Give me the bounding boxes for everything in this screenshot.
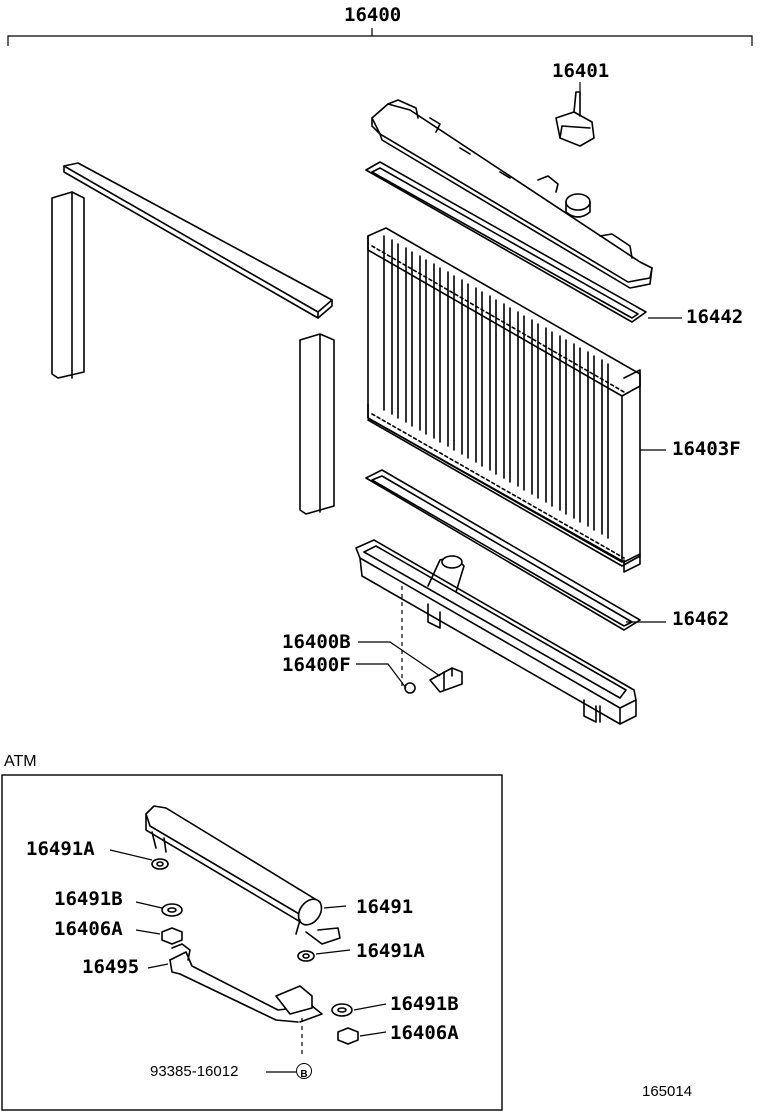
- cooler-pipe: [169, 943, 323, 1023]
- label-cooler-washer-a-right: 16491A: [356, 940, 425, 962]
- label-cooler: 16491: [356, 896, 414, 918]
- label-drain-cock: 16400B: [282, 631, 351, 653]
- washer-16491a-left: [151, 858, 169, 870]
- seal-strip-left: [51, 191, 85, 379]
- label-cooler-washer-b-right: 16491B: [390, 993, 459, 1015]
- bolt-symbol: B: [296, 1063, 312, 1080]
- label-assembly: 16400: [344, 4, 402, 26]
- oil-cooler: [145, 805, 341, 945]
- label-atm-title: ATM: [4, 753, 37, 770]
- radiator-core: [367, 227, 641, 573]
- label-cooler-nut-a-left: 16406A: [54, 918, 123, 940]
- bolt-symbol-letter: B: [300, 1069, 308, 1080]
- label-bolt: 93385-16012: [150, 1063, 239, 1080]
- washer-16491b-left: [161, 903, 183, 917]
- seal-strip-right: [299, 333, 335, 515]
- washer-16491b-right: [331, 1003, 353, 1017]
- label-drain-plug: 16400F: [282, 654, 351, 676]
- label-cooler-washer-b-left: 16491B: [54, 888, 123, 910]
- label-cooler-pipe: 16495: [82, 956, 140, 978]
- figure-number: 165014: [642, 1083, 693, 1100]
- label-cooler-nut-a-right: 16406A: [390, 1022, 459, 1044]
- label-lower-gasket: 16462: [672, 608, 730, 630]
- label-radiator-core: 16403F: [672, 438, 741, 460]
- seal-strip-top: [63, 162, 333, 319]
- nut-16406a-right: [337, 1027, 359, 1045]
- label-radiator-cap: 16401: [552, 60, 610, 82]
- upper-tank: [371, 99, 653, 289]
- label-upper-gasket: 16442: [686, 306, 744, 328]
- drain-cock: [401, 586, 463, 694]
- label-cooler-washer-a-left: 16491A: [26, 838, 95, 860]
- atm-box: [1, 774, 503, 1111]
- upper-gasket: [365, 161, 647, 323]
- leader-lines-upper: [356, 82, 682, 689]
- radiator-cap: [555, 91, 595, 147]
- lower-tank: [355, 539, 637, 725]
- leader-lines-atm: [109, 849, 387, 1037]
- assembly-bracket: [7, 28, 753, 46]
- washer-16491a-right: [297, 950, 315, 962]
- bolt-line: [266, 1018, 303, 1073]
- nut-16406a-left: [161, 927, 183, 945]
